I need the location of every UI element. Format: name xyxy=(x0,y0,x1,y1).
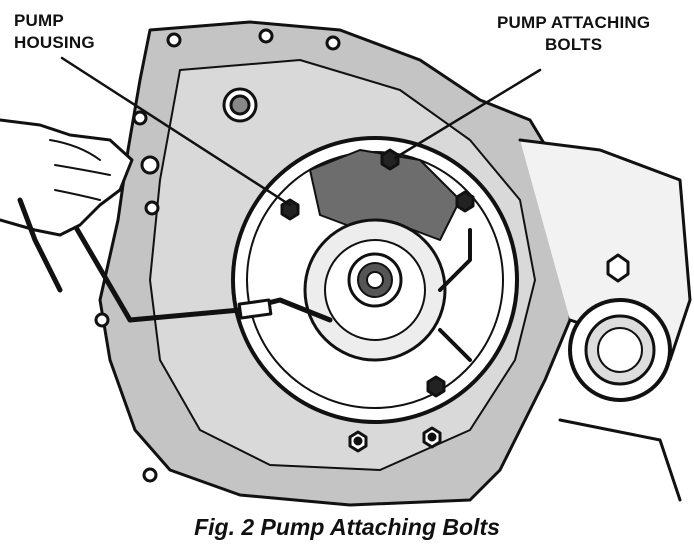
housing-bolt-hole xyxy=(325,35,341,51)
figure-caption: Fig. 2 Pump Attaching Bolts xyxy=(194,514,500,540)
pump-attaching-bolts-label-line1: PUMP ATTACHING xyxy=(497,13,651,32)
pump-housing-label-line2: HOUSING xyxy=(14,33,95,52)
housing-bolt-hole xyxy=(94,312,110,328)
housing-bolt-hole xyxy=(258,28,274,44)
transmission-illustration xyxy=(0,20,692,507)
pump-attaching-bolt xyxy=(280,198,300,221)
housing-bolt-hole xyxy=(142,467,158,483)
pump-attaching-bolts-label: PUMP ATTACHING BOLTS xyxy=(497,12,650,56)
technician-hand xyxy=(0,118,134,237)
housing-bolt-hole xyxy=(144,200,160,216)
leader-line-pump-attaching-bolts xyxy=(393,68,542,160)
pump-attaching-bolts-label-line2: BOLTS xyxy=(544,35,603,54)
leader-line-pump-housing xyxy=(60,56,292,207)
pump-attaching-bolt xyxy=(426,375,446,398)
pump-attaching-bolt xyxy=(455,190,475,213)
pump-housing-label: PUMP HOUSING xyxy=(14,10,95,54)
pump-attaching-bolt xyxy=(380,148,400,171)
housing-bolt-hole xyxy=(132,110,148,126)
housing-bolt-hole xyxy=(166,32,182,48)
pump-housing-label-line1: PUMP xyxy=(14,11,64,30)
